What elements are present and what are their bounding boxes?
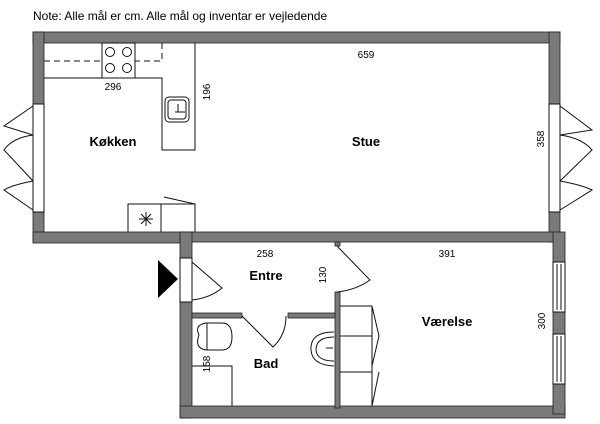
sink-icon <box>164 96 190 123</box>
dim-bedroom-width: 391 <box>439 249 456 260</box>
wardrobe <box>340 305 380 407</box>
floorplan-note: Note: Alle mål er cm. Alle mål og invent… <box>33 9 328 23</box>
wall-middle-right <box>179 231 561 243</box>
wall-right-upper <box>548 31 561 105</box>
wall-right-bedroom-b <box>552 311 566 335</box>
wall-entry-left-upper <box>179 231 193 259</box>
dim-living-depth: 358 <box>536 130 547 147</box>
dim-bedroom-depth: 300 <box>537 312 548 329</box>
dim-kitchen-depth: 196 <box>202 83 213 100</box>
room-label-bath: Bad <box>254 356 279 371</box>
dim-bath-depth: 158 <box>202 355 213 372</box>
wall-right-bedroom-c <box>552 383 566 415</box>
wall-entry-left-lower <box>179 301 193 419</box>
toilet-icon <box>197 322 233 351</box>
wall-top <box>32 31 561 44</box>
dim-entry-width: 258 <box>257 249 274 260</box>
wall-middle-left <box>32 231 193 244</box>
dim-living-width: 659 <box>358 50 375 61</box>
wall-left-upper <box>32 31 45 105</box>
entrance-arrow-icon <box>158 260 178 298</box>
door-bath <box>241 315 287 348</box>
window-right <box>548 103 594 213</box>
wall-entry-bedroom-lower <box>334 291 341 409</box>
wall-bath-left <box>191 312 243 319</box>
wall-bottom <box>179 405 566 419</box>
room-label-entry: Entre <box>249 268 282 283</box>
room-label-bedroom: Værelse <box>422 314 473 329</box>
dim-entry-depth: 130 <box>318 266 329 283</box>
dim-kitchen-width: 296 <box>105 82 122 93</box>
wall-entry-bedroom-upper <box>334 241 341 247</box>
window-bedroom-2 <box>552 333 566 385</box>
wall-bath-right <box>287 312 336 319</box>
washbasin-icon <box>310 331 335 367</box>
window-left <box>2 103 45 213</box>
stove-icon <box>101 42 136 79</box>
room-label-living: Stue <box>352 134 380 149</box>
wall-right-bedroom-a <box>552 231 566 263</box>
door-front <box>179 257 223 303</box>
shower-area <box>192 365 233 406</box>
fridge-icon <box>127 196 196 232</box>
window-bedroom-1 <box>552 261 566 313</box>
room-label-kitchen: Køkken <box>90 134 137 149</box>
door-bedroom <box>336 245 371 293</box>
